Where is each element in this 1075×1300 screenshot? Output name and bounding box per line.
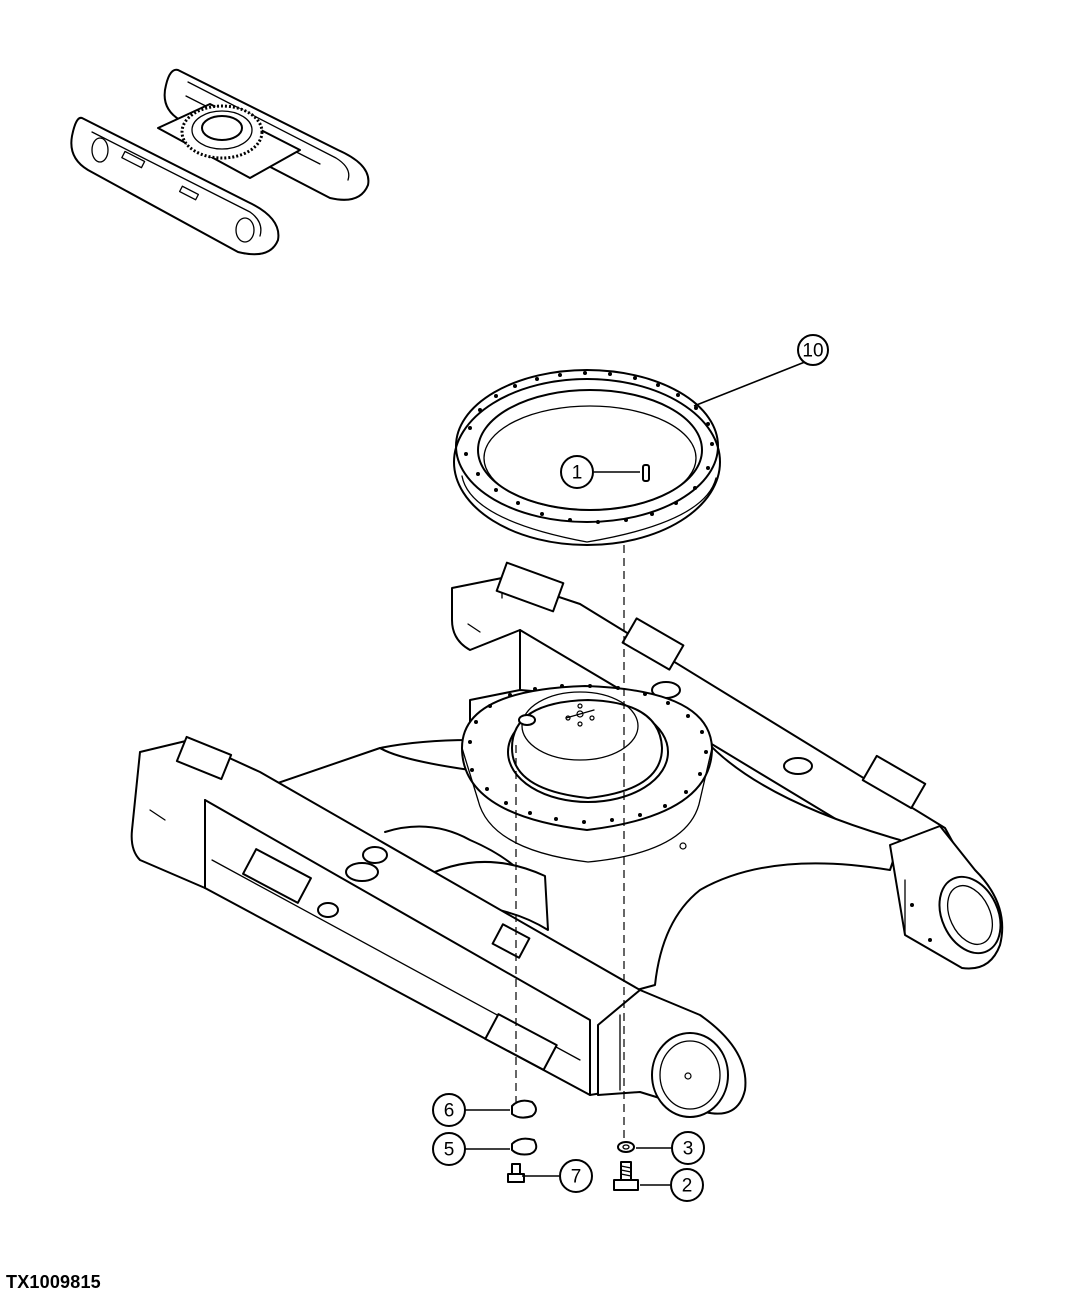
- svg-text:6: 6: [444, 1101, 455, 1122]
- small-parts: [507, 1099, 639, 1191]
- callout-6: 6: [432, 1093, 466, 1127]
- svg-text:7: 7: [571, 1167, 582, 1188]
- callout-3: 3: [671, 1131, 705, 1165]
- assembly-lines: [515, 545, 625, 1145]
- callout-5: 5: [432, 1132, 466, 1166]
- svg-text:5: 5: [444, 1140, 455, 1161]
- leader-lines: [465, 353, 826, 1186]
- svg-text:10: 10: [802, 341, 823, 362]
- track-frame: [130, 561, 1004, 1118]
- o-ring-part: [511, 1099, 537, 1119]
- pin-part: [642, 464, 650, 482]
- svg-text:2: 2: [682, 1176, 693, 1197]
- swing-bearing-ring: [453, 369, 721, 546]
- plate-part: [511, 1137, 538, 1156]
- callout-1: 1: [560, 455, 594, 489]
- callout-7: 7: [559, 1159, 593, 1193]
- cap-screw-part: [613, 1161, 639, 1191]
- frame-bearing-mount: [461, 684, 713, 863]
- overview-thumbnail: [70, 68, 370, 256]
- washer-part: [617, 1141, 635, 1153]
- callout-2: 2: [670, 1168, 704, 1202]
- svg-text:1: 1: [572, 463, 583, 484]
- mount-bolt-holes: [468, 684, 708, 824]
- callout-10: 10: [797, 334, 829, 366]
- figure-id-label: TX1009815: [6, 1272, 101, 1292]
- plug-part: [507, 1163, 525, 1183]
- ring-bolt-holes: [464, 371, 714, 524]
- svg-text:3: 3: [683, 1139, 694, 1160]
